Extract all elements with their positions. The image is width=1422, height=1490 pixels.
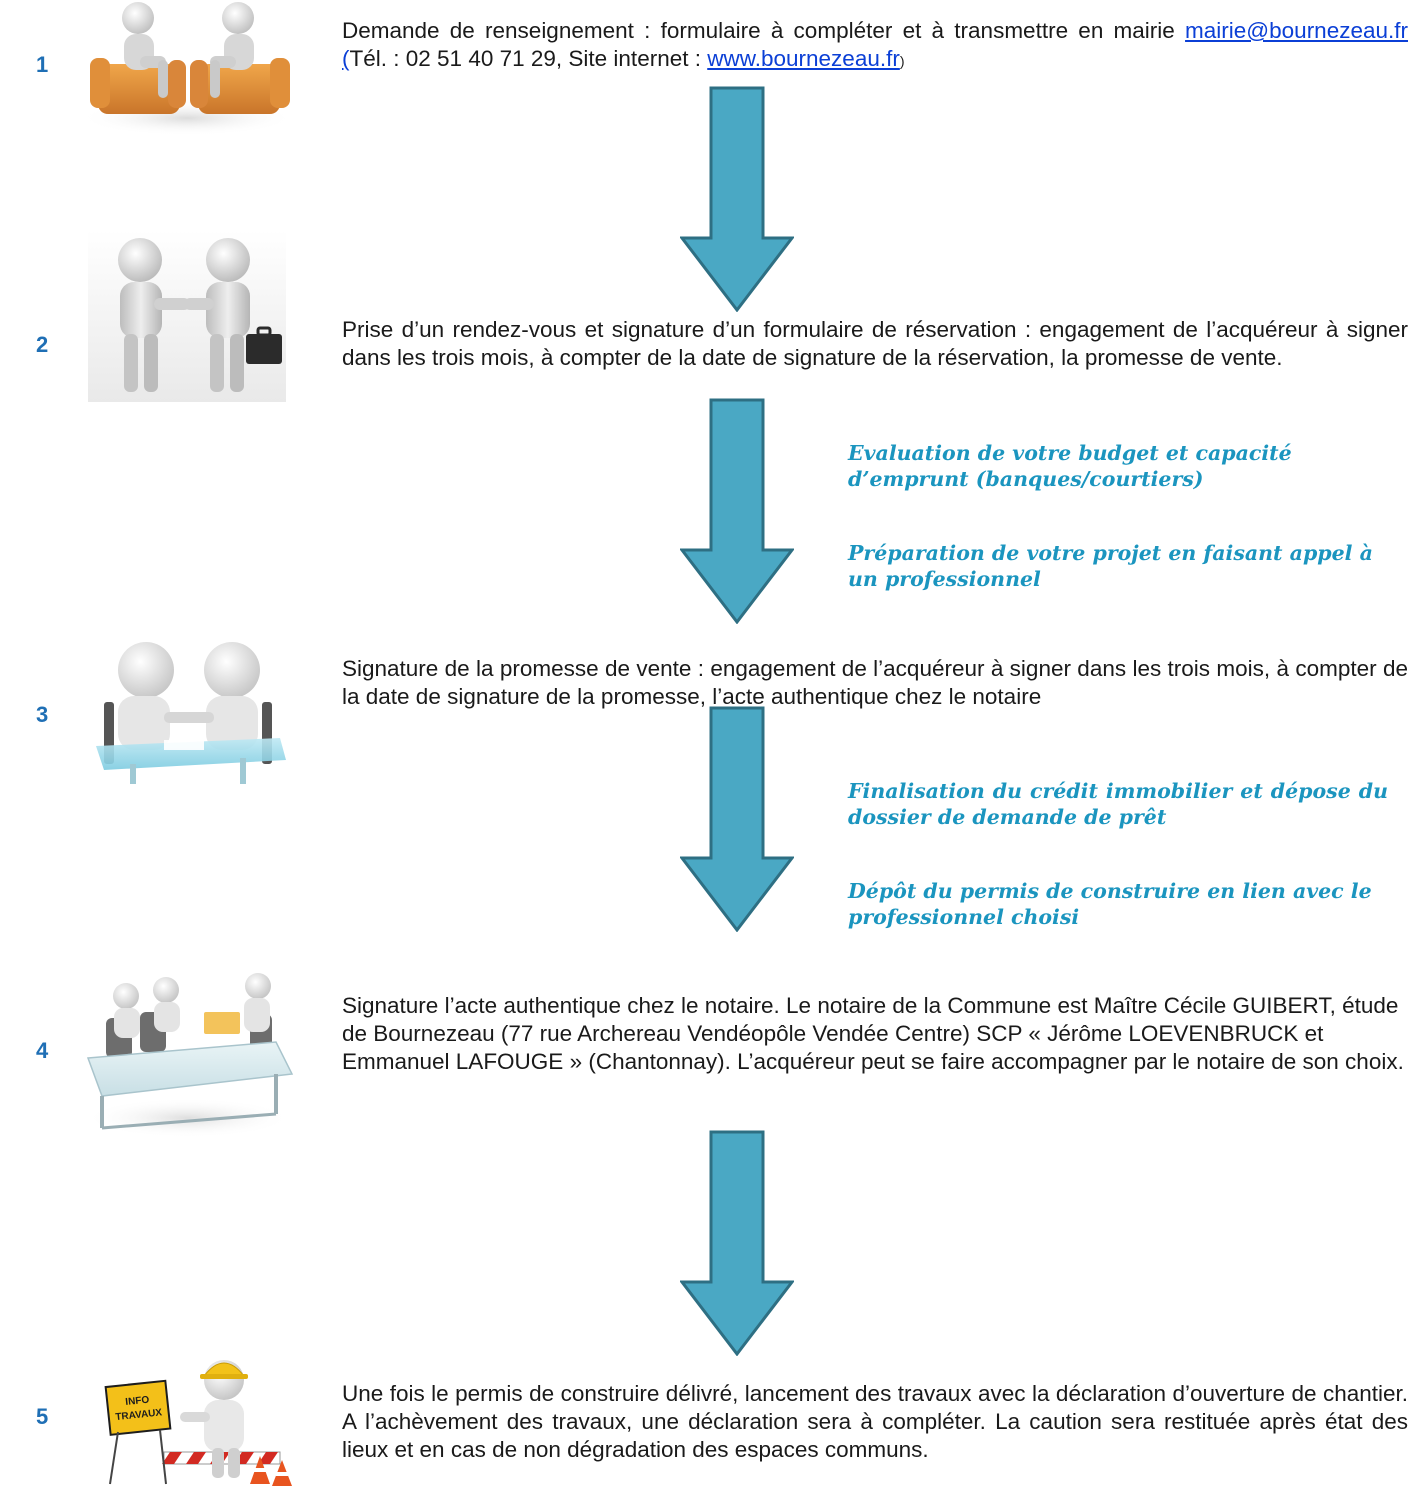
step-number-5: 5 bbox=[36, 1404, 49, 1429]
flow-arrow-4 bbox=[680, 1130, 794, 1356]
flow-arrow-1 bbox=[680, 86, 794, 312]
step-number-1: 1 bbox=[36, 52, 49, 77]
website-link[interactable]: www.bournezeau.fr bbox=[707, 46, 900, 71]
note-mortgage-finalization: Finalisation du crédit immobilier et dép… bbox=[848, 779, 1388, 829]
flow-arrow-2 bbox=[680, 398, 794, 624]
step-4-text: Signature l’acte authentique chez le not… bbox=[342, 993, 1404, 1074]
two-figures-in-armchairs-illustration bbox=[79, 2, 295, 135]
note-building-permit: Dépôt du permis de construire en lien av… bbox=[848, 879, 1372, 929]
svg-text:TRAVAUX: TRAVAUX bbox=[115, 1407, 163, 1423]
step-5-text: Une fois le permis de construire délivré… bbox=[342, 1381, 1408, 1462]
step-3-text: Signature de la promesse de vente : enga… bbox=[342, 656, 1408, 709]
step-1-text-start: Demande de renseignement : formulaire à … bbox=[342, 18, 1186, 43]
two-figures-handshake-illustration bbox=[88, 230, 286, 402]
step-number-3: 3 bbox=[36, 702, 49, 727]
note-budget-evaluation: Evaluation de votre budget et capacité d… bbox=[848, 441, 1292, 491]
meeting-at-glass-desk-illustration bbox=[84, 973, 294, 1138]
svg-text:INFO: INFO bbox=[125, 1395, 150, 1408]
step-1-text-end: ) bbox=[899, 53, 905, 69]
two-figures-at-glass-table-illustration bbox=[96, 642, 286, 784]
note-project-preparation: Préparation de votre projet en faisant a… bbox=[848, 541, 1373, 591]
step-number-2: 2 bbox=[36, 332, 49, 357]
worker-with-info-travaux-sign-illustration: INFO TRAVAUX bbox=[104, 1360, 292, 1486]
flow-arrow-3 bbox=[680, 706, 794, 932]
step-number-4: 4 bbox=[36, 1038, 49, 1063]
step-1-text-middle: Tél. : 02 51 40 71 29, Site internet : bbox=[349, 46, 708, 71]
email-link[interactable]: mairie@bournezeau.fr ( bbox=[342, 18, 1408, 71]
step-1-text: Demande de renseignement : formulaire à … bbox=[342, 17, 1408, 75]
step-2-text: Prise d’un rendez-vous et signature d’un… bbox=[342, 317, 1408, 370]
